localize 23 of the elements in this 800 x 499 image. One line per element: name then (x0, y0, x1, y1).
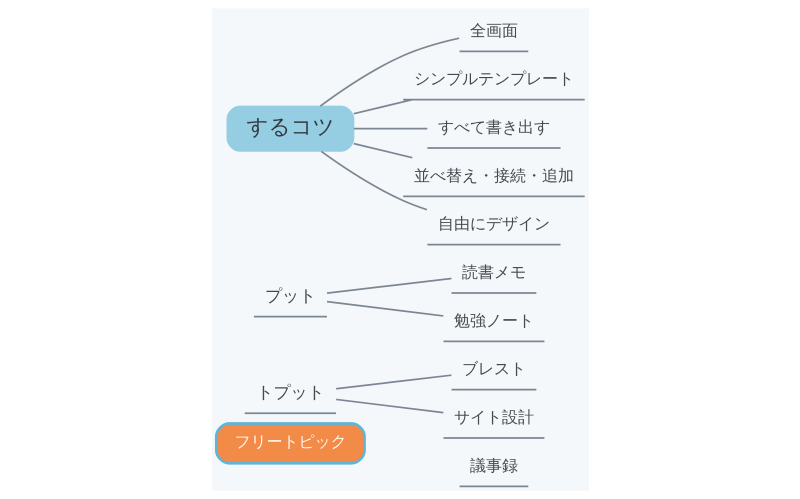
node-text: シンプルテンプレート (413, 69, 574, 88)
connector (336, 374, 451, 390)
node-text: プット (264, 286, 316, 306)
node-box: するコツ (226, 106, 354, 152)
connector (353, 142, 412, 158)
connector (326, 278, 452, 294)
node-text: トプット (256, 383, 324, 404)
connector (353, 128, 427, 130)
connector (326, 300, 443, 317)
connector (319, 37, 459, 107)
connector (353, 98, 412, 115)
node-text: すべて書き出す (437, 117, 550, 136)
node-text: サイト設計 (453, 407, 534, 426)
node-text: 勉強ノート (453, 310, 534, 330)
node-text: 自由にデザイン (437, 214, 550, 234)
connector (320, 150, 427, 210)
connector (336, 398, 443, 414)
node-text: 議事録 (469, 456, 518, 475)
node-text: 読書メモ (461, 262, 526, 282)
node-text: 全画面 (469, 20, 518, 40)
node-box: フリートピック (214, 422, 366, 465)
node-text: 並べ替え・接続・追加 (413, 166, 574, 185)
node-text: ブレスト (461, 359, 526, 378)
